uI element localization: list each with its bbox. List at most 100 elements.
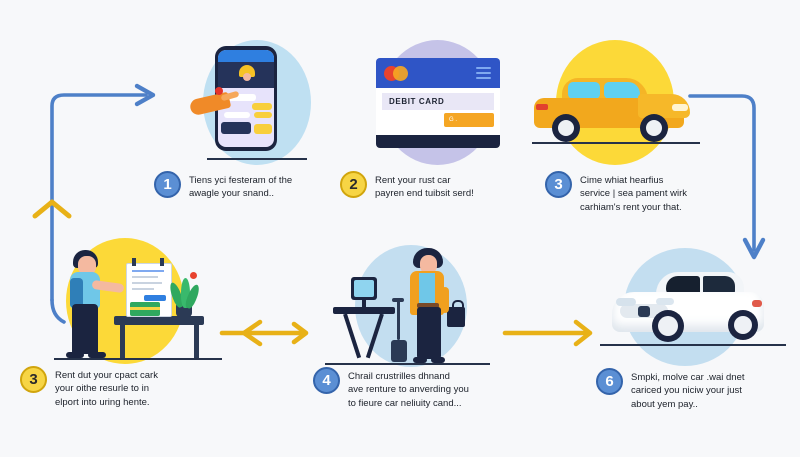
step-4: 3 Rent dut your cpact cark your oithe re… [20,238,228,408]
traveler-illustration [325,245,490,375]
step-3-caption: 3 Cime whiat hearfius service | sea pame… [545,171,745,214]
ground-line [600,344,786,346]
side-table-top [333,307,395,314]
card-face: DEBIT CARD [376,88,500,135]
traveler-belt [417,303,439,308]
headlight-icon [672,104,688,111]
traveler-shirt [419,273,435,303]
step-6-text: Smpki, molve car .wai dnet cariced you n… [631,372,745,410]
avatar-face [243,73,251,81]
chat-bubble [254,112,272,118]
traveler-arm [441,287,449,313]
phone-status-bar [218,50,274,62]
step-5: 4 Chrail crustrilles dhnand ave renture … [313,245,490,409]
traveler-head [420,255,437,274]
step-3: 3 Cime whiat hearfius service | sea pame… [528,38,708,213]
suitcase-handle [397,300,400,340]
step-2-caption: 2 Rent your rust car payren end tuibsit … [340,171,535,201]
step-5-badge: 4 [313,367,340,394]
traveler-shoe [413,357,427,363]
suitcase-handle-grip [392,298,404,302]
step-1-caption: 1 Tiens yci festeram of the awagle your … [154,171,344,201]
car-wheel [640,114,668,142]
doc-line [132,276,158,278]
person-vest [70,278,83,308]
card-top-band [376,58,500,88]
money-band [130,307,160,310]
card-label: DEBIT CARD [382,93,494,110]
ground-line [532,142,700,144]
step-2-badge: 2 [340,171,367,198]
step-5-text: Chrail crustrilles dhnand ave renture to… [348,371,469,409]
step-6-badge: 6 [596,368,623,395]
suitcase-body [391,340,407,362]
white-car-wheel [652,310,684,342]
board-clip [160,258,164,266]
doc-highlight [144,295,166,301]
doc-line [132,270,164,272]
step-4-badge: 3 [20,366,47,393]
taillight-icon [752,300,762,307]
ground-line [54,358,222,360]
desk-leg [194,325,199,358]
contactless-icon [476,77,491,79]
plant-leaf [181,278,190,308]
headlight-icon [656,298,674,305]
smartphone-chat-illustration [185,38,335,173]
car-wheel [552,114,580,142]
chat-bubble [252,103,272,110]
step-4-text: Rent dut your cpact cark your oithe resu… [55,370,158,408]
step-4-caption: 3 Rent dut your cpact cark your oithe re… [20,366,220,409]
doc-line [132,288,154,290]
step-6: 6 Smpki, molve car .wai dnet cariced you… [596,248,790,410]
white-car-window [703,276,735,295]
step-2-text: Rent your rust car payren end tuibsit se… [375,175,474,200]
step-1-text: Tiens yci festeram of the awagle your sn… [189,175,293,200]
phone-notch [236,47,256,50]
white-car-emblem-icon [638,306,650,317]
contactless-icon [476,67,491,69]
desk-leg [120,325,125,358]
monitor-display [354,280,374,297]
chat-bubble [221,122,251,134]
board-clip [132,258,136,266]
yellow-car-illustration [528,38,708,173]
step-3-text: Cime whiat hearfius service | sea pament… [580,175,688,213]
step-3-badge: 3 [545,171,572,198]
tap-indicator-icon [215,87,223,95]
person-at-desk-illustration [48,238,228,373]
ground-line [325,363,490,365]
step-6-caption: 6 Smpki, molve car .wai dnet cariced you… [596,368,800,411]
card-pay-button[interactable]: G . [444,113,494,127]
person-shoe [88,352,106,358]
white-car-window [666,276,700,295]
taillight-icon [536,104,548,110]
mastercard-orange-circle-icon [393,66,408,81]
handbag-icon [447,307,465,327]
white-car-illustration [600,248,790,373]
chat-bubble [224,112,250,118]
step-1: 1 Tiens yci festeram of the awagle your … [154,38,335,199]
doc-line [132,282,162,284]
ground-line [207,158,307,160]
desk-top [114,316,204,325]
person-legs [72,304,98,354]
debit-card-illustration: DEBIT CARD G . [368,38,508,173]
car-window [568,82,600,99]
handbag-strap [452,300,464,311]
card-bottom-band [376,135,500,148]
chat-bubble [254,124,272,134]
person-shoe [66,352,84,358]
traveler-trousers [417,307,441,359]
plant-flower-icon [190,272,197,279]
step-2: DEBIT CARD G . 2 Rent your rust car payr… [340,38,508,199]
white-car-wheel [728,310,758,340]
chat-bubble [222,94,256,101]
step-5-caption: 4 Chrail crustrilles dhnand ave renture … [313,367,523,410]
